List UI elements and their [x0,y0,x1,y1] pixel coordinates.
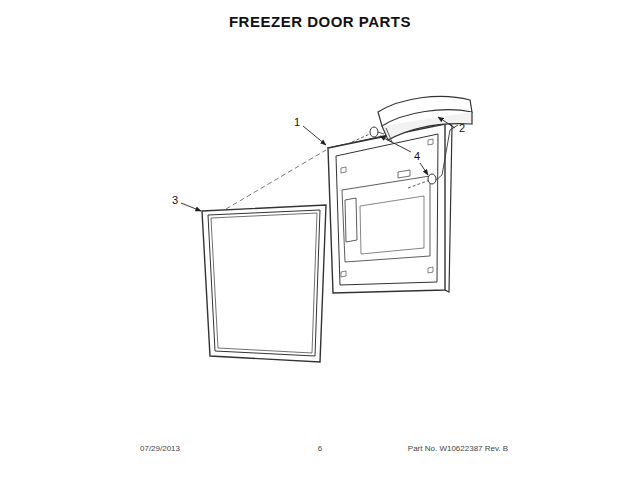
alignment-line [226,150,326,209]
page-title: FREEZER DOOR PARTS [229,14,411,31]
freezer-door [328,122,452,293]
page-number: 6 [318,445,322,454]
callout-number: 2 [459,122,465,134]
door-handle [378,96,472,180]
callout-number: 3 [172,194,178,206]
callout-number: 4 [414,150,420,162]
part-number: Part No. W10622387 Rev. B [408,445,508,454]
footer-date: 07/29/2013 [140,445,180,454]
leader-arrows [181,117,455,211]
callout-number: 1 [294,116,300,128]
door-gasket [202,205,326,362]
